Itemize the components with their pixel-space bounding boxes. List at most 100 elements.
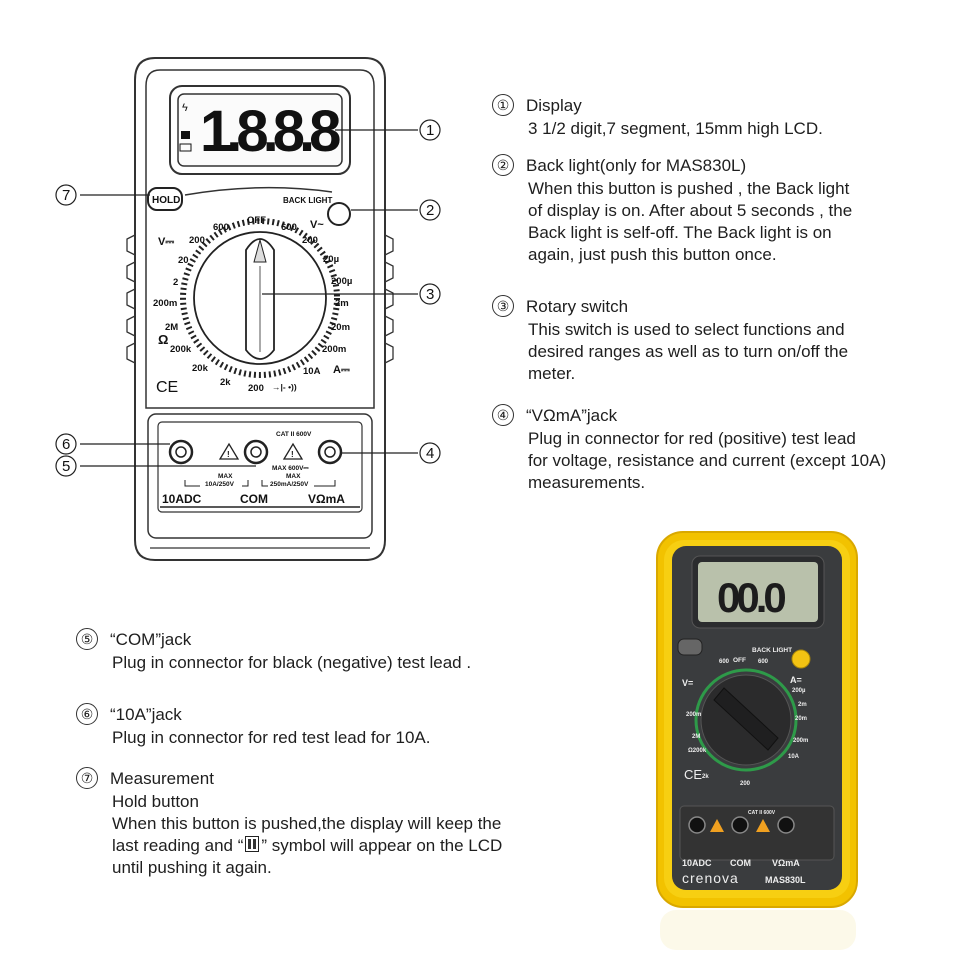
backlight-label: BACK LIGHT <box>283 196 332 205</box>
desc-body-6-0: Plug in connector for red test lead for … <box>112 727 431 747</box>
hold-button[interactable] <box>147 187 183 211</box>
left-grip <box>126 234 136 364</box>
dial-o2m: 2M <box>165 322 178 333</box>
svg-text:2M: 2M <box>692 734 700 740</box>
callout-leaders <box>80 129 418 467</box>
callout-3: 3 <box>426 286 434 303</box>
ce-mark: CE <box>156 379 178 396</box>
desc-body-3-2: meter. <box>528 363 576 383</box>
desc-body-4-2: measurements. <box>528 472 646 492</box>
desc-body-3-1: desired ranges as well as to turn on/off… <box>528 341 849 361</box>
svg-text:Ω200k: Ω200k <box>688 748 707 754</box>
desc-num-6: ⑥ <box>76 702 98 725</box>
dial-ohm-label: Ω <box>158 332 168 347</box>
desc-body-1-0: 3 1/2 digit,7 segment, 15mm high LCD. <box>528 118 823 138</box>
desc-com-jack: ⑤“COM”jack Plug in connector for black (… <box>76 627 471 674</box>
svg-text:CE: CE <box>684 767 702 782</box>
photo-cat-label: CAT II 600V <box>748 810 776 816</box>
callout-7: 7 <box>62 187 70 204</box>
desc-num-7: ⑦ <box>76 766 98 789</box>
dial-diode: →|- •)) <box>272 382 297 392</box>
fuse-max-left: MAX <box>218 473 233 480</box>
lcd-hold-icon <box>181 131 190 139</box>
product-photo: 00.0 BACK LIGHT OFF V= 200m 2M Ω200k 2k … <box>656 531 858 950</box>
dial-v600-left: 600 <box>213 222 229 233</box>
jack-panel <box>147 413 373 539</box>
svg-text:10A: 10A <box>788 754 800 760</box>
desc-title-2: Back light(only for MAS830L) <box>526 156 747 175</box>
jack-com[interactable] <box>243 439 269 465</box>
svg-text:200m: 200m <box>686 712 701 718</box>
panel-curve <box>184 186 333 196</box>
photo-knob[interactable] <box>713 687 779 751</box>
desc-body-7-2-after: ” symbol will appear on the LCD <box>261 835 503 855</box>
lcd-battery-icon <box>179 143 192 152</box>
photo-jack-10adc: 10ADC <box>682 858 712 868</box>
fuse-rating-left: 10A/250V <box>205 481 235 488</box>
desc-body-3-0: This switch is used to select functions … <box>528 319 845 339</box>
dial-v200-left: 200 <box>189 235 205 246</box>
dial-v600-right: 600 <box>281 222 297 233</box>
desc-body-7-1: When this button is pushed,the display w… <box>112 813 502 833</box>
svg-text:2m: 2m <box>798 702 807 708</box>
desc-num-2: ② <box>492 153 514 176</box>
desc-title-6: “10A”jack <box>110 705 182 724</box>
fuse-bracket-right <box>261 480 336 487</box>
desc-body-4-1: for voltage, resistance and current (exc… <box>528 450 887 470</box>
photo-jack-10a[interactable] <box>688 816 706 834</box>
lcd-lightning-icon: ϟ <box>182 102 188 114</box>
dial-ring <box>180 218 340 378</box>
jack-10a[interactable] <box>168 439 194 465</box>
dial-a200m: 200m <box>322 344 346 355</box>
dial-o200k: 200k <box>170 344 192 355</box>
dial-a200u: 200µ <box>331 276 352 287</box>
svg-text:V=: V= <box>682 678 693 688</box>
desc-num-5: ⑤ <box>76 627 98 650</box>
desc-num-1: ① <box>492 93 514 116</box>
desc-num-4: ④ <box>492 403 514 426</box>
callout-5: 5 <box>62 458 70 475</box>
svg-text:200m: 200m <box>793 738 808 744</box>
dial-vdc-label: V⎓ <box>158 236 174 248</box>
photo-jack-vohm[interactable] <box>777 816 795 834</box>
max-600v: MAX 600V⎓ <box>272 465 309 472</box>
knob-pointer <box>253 238 267 263</box>
dial-a-dc-label: A⎓ <box>333 364 350 376</box>
hold-button-label: HOLD <box>152 195 180 206</box>
photo-backlight-button[interactable] <box>791 649 811 669</box>
desc-body-2-2: Back light is self-off. The Back light i… <box>528 222 832 242</box>
fuse-max-right: MAX <box>286 473 301 480</box>
desc-body-2-1: of display is on. After about 5 seconds … <box>528 200 853 220</box>
fuse-rating-right: 250mA/250V <box>270 481 309 488</box>
jack-panel-inner <box>157 421 363 513</box>
jack-label-com: COM <box>240 492 268 506</box>
desc-title-5: “COM”jack <box>110 630 192 649</box>
photo-hold-button[interactable] <box>677 638 703 656</box>
desc-body-2-3: again, just push this button once. <box>528 244 777 264</box>
jack-vohm[interactable] <box>317 439 343 465</box>
dial-o20k: 20k <box>192 363 209 374</box>
photo-jack-com[interactable] <box>731 816 749 834</box>
jack-label-10adc: 10ADC <box>162 492 202 506</box>
dial-v20: 20 <box>178 255 189 266</box>
desc-body-7-2-before: last reading and “ <box>112 835 244 855</box>
svg-text:2k: 2k <box>702 774 709 780</box>
meter-inner-body <box>145 69 375 409</box>
v-ac-label: V~ <box>310 219 324 231</box>
callout-6: 6 <box>62 436 70 453</box>
backlight-button[interactable] <box>327 202 351 226</box>
desc-body-7-2: last reading and “ ” symbol will appear o… <box>76 835 502 857</box>
meter-outer-body <box>134 57 386 561</box>
warning-icon-left <box>218 442 240 460</box>
desc-body-7-3: until pushing it again. <box>112 857 272 877</box>
dial-a20u: 20µ <box>323 254 339 265</box>
hold-symbol-icon <box>245 836 260 853</box>
callout-2: 2 <box>426 202 434 219</box>
desc-title-7: Measurement <box>110 769 214 788</box>
